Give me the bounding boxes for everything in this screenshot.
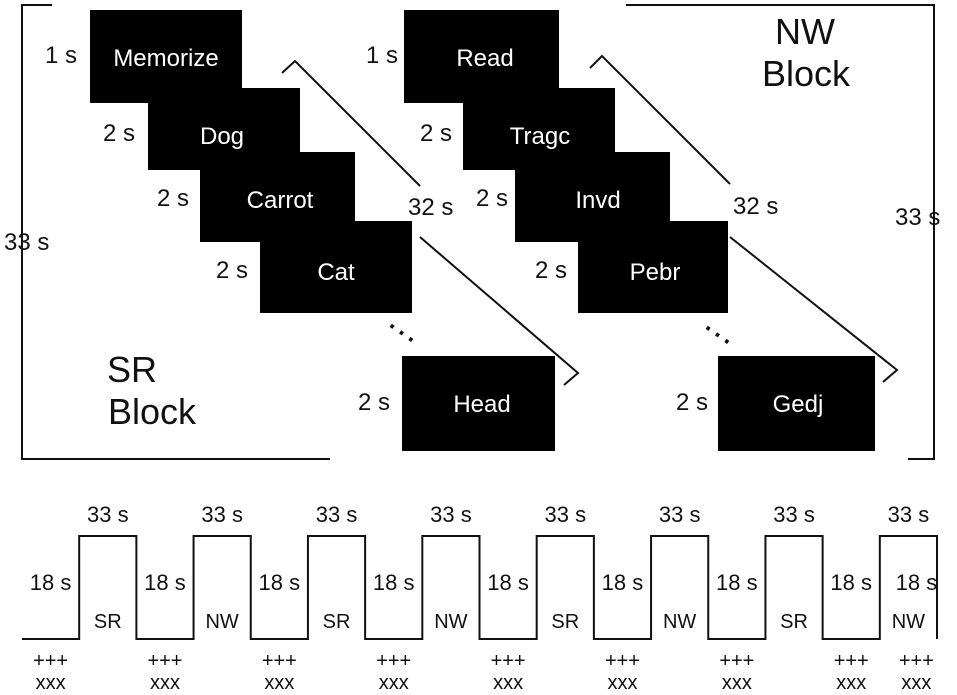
sr-card-head-time: 2 s [358, 389, 390, 416]
nw-card-invd-word: Invd [575, 187, 620, 214]
nw-card-gedj: Gedj [718, 356, 875, 451]
block-duration: 33 s [888, 502, 930, 527]
nw-card-pebr: Pebr [578, 221, 728, 313]
block-label: SR [551, 611, 579, 633]
sr-card-carrot-time: 2 s [157, 185, 189, 212]
rest-marker-x: xxx [150, 672, 180, 694]
nw-stack-duration: 32 s [733, 193, 778, 220]
sr-block-duration: 33 s [4, 229, 49, 256]
block-label: NW [892, 611, 925, 633]
block-label: NW [205, 611, 238, 633]
rest-duration: 18 s [716, 570, 758, 595]
rest-duration: 18 s [602, 570, 644, 595]
rest-marker-x: xxx [264, 672, 294, 694]
rest-marker-plus: +++ [719, 650, 754, 672]
nw-card-read: Read [404, 10, 559, 103]
sr-card-cat-word: Cat [317, 259, 355, 286]
rest-marker-x: xxx [379, 672, 409, 694]
rest-marker-x: xxx [722, 672, 752, 694]
nw-card-tragc-time: 2 s [420, 120, 452, 147]
sr-stack-brace-top [281, 59, 421, 187]
sr-block-bracket [21, 4, 330, 460]
sr-card-head: Head [402, 356, 555, 451]
nw-block-label-line1: NW [775, 11, 835, 52]
rest-marker-plus: +++ [899, 650, 934, 672]
nw-card-read-time: 1 s [366, 42, 398, 69]
sr-stack-brace-bottom [419, 236, 580, 386]
rest-marker-plus: +++ [33, 650, 68, 672]
rest-marker-x: xxx [36, 672, 66, 694]
rest-duration: 18 s [896, 570, 938, 595]
rest-marker-x: xxx [607, 672, 637, 694]
block-duration: 33 s [659, 502, 701, 527]
rest-marker-x: xxx [901, 672, 931, 694]
block-label: NW [434, 611, 467, 633]
block-duration: 33 s [201, 502, 243, 527]
nw-block: 33 s NW Block 32 s Read 1 s Tragc 2 s In… [366, 4, 940, 460]
nw-card-pebr-word: Pebr [630, 259, 681, 286]
rest-duration: 18 s [30, 570, 72, 595]
sr-card-cat: Cat [260, 221, 412, 313]
rest-duration: 18 s [830, 570, 872, 595]
timeline-waveform [22, 535, 938, 640]
sr-block: 33 s SR Block 32 s Memorize 1 s Dog 2 s … [4, 4, 580, 460]
rest-marker-plus: +++ [262, 650, 297, 672]
nw-card-tragc-word: Tragc [510, 123, 570, 150]
sr-card-head-bg [402, 356, 555, 451]
block-label: NW [663, 611, 696, 633]
sr-card-memorize-bg [90, 10, 242, 103]
nw-block-bracket [626, 4, 935, 460]
sr-card-cat-time: 2 s [216, 257, 248, 284]
sr-block-label-line1: SR [107, 349, 157, 390]
rest-marker-x: xxx [493, 672, 523, 694]
sr-card-memorize-word: Memorize [113, 45, 218, 72]
nw-card-pebr-time: 2 s [535, 257, 567, 284]
sr-card-memorize-time: 1 s [45, 42, 77, 69]
nw-card-gedj-word: Gedj [773, 391, 824, 418]
block-duration: 33 s [430, 502, 472, 527]
rest-duration: 18 s [259, 570, 301, 595]
sr-card-carrot-word: Carrot [247, 187, 314, 214]
block-duration: 33 s [544, 502, 586, 527]
nw-stack-brace-bottom [729, 236, 899, 383]
rest-marker-plus: +++ [491, 650, 526, 672]
sr-stack-duration: 32 s [408, 194, 453, 221]
block-label: SR [323, 611, 351, 633]
rest-marker-plus: +++ [605, 650, 640, 672]
rest-duration: 18 s [487, 570, 529, 595]
nw-card-read-bg [404, 10, 559, 103]
nw-card-gedj-bg [718, 356, 875, 451]
rest-marker-plus: +++ [147, 650, 182, 672]
nw-block-duration: 33 s [895, 204, 940, 231]
block-label: SR [780, 611, 808, 633]
rest-duration: 18 s [144, 570, 186, 595]
sr-card-cat-bg [260, 221, 412, 313]
block-duration: 33 s [773, 502, 815, 527]
rest-marker-plus: +++ [376, 650, 411, 672]
block-duration: 33 s [87, 502, 129, 527]
rest-marker-plus: +++ [834, 650, 869, 672]
nw-stack-brace-top [589, 54, 731, 185]
nw-block-label-line2: Block [762, 53, 851, 94]
sr-card-dog-time: 2 s [103, 120, 135, 147]
sr-card-head-word: Head [453, 391, 510, 418]
nw-card-read-word: Read [456, 45, 513, 72]
nw-card-pebr-bg [578, 221, 728, 313]
nw-card-gedj-time: 2 s [676, 389, 708, 416]
rest-duration: 18 s [373, 570, 415, 595]
rest-marker-x: xxx [836, 672, 866, 694]
block-label: SR [94, 611, 122, 633]
sr-block-label-line2: Block [108, 391, 197, 432]
block-duration: 33 s [316, 502, 358, 527]
sr-card-dog-word: Dog [200, 123, 244, 150]
nw-card-invd-time: 2 s [476, 185, 508, 212]
sr-card-memorize: Memorize [90, 10, 242, 103]
